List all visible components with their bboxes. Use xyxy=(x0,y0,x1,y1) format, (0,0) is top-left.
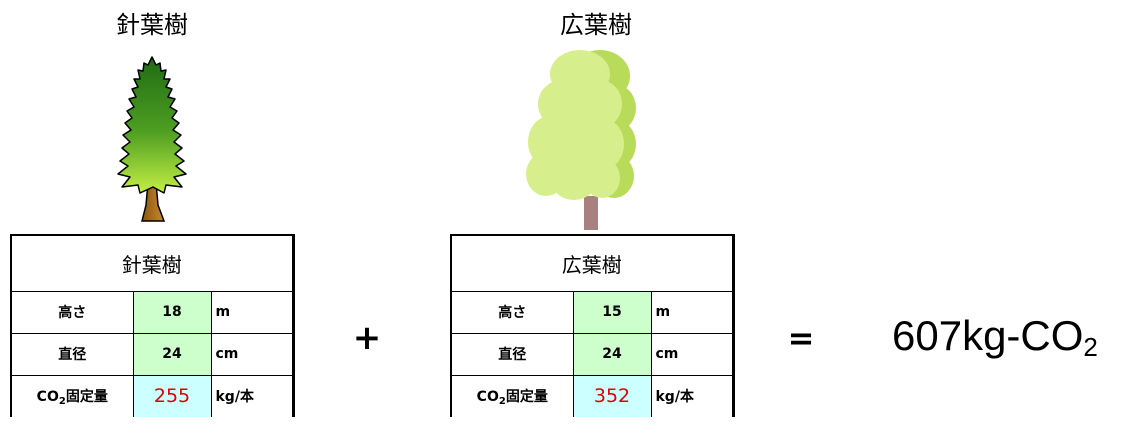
conifer-co2-unit: kg/本 xyxy=(210,374,295,417)
plus-operator: + xyxy=(352,318,382,358)
conifer-diameter-label: 直径 xyxy=(10,332,134,376)
conifer-diameter-value[interactable]: 24 xyxy=(132,332,212,376)
conifer-table: 針葉樹 高さ 18 m 直径 24 cm CO2固定量 255 kg/本 xyxy=(10,234,295,417)
broadleaf-height-unit: m xyxy=(650,290,735,334)
broadleaf-tree-icon xyxy=(526,50,636,230)
broadleaf-co2-unit: kg/本 xyxy=(650,374,735,417)
equals-operator: = xyxy=(787,319,815,357)
broadleaf-diameter-value[interactable]: 24 xyxy=(572,332,652,376)
broadleaf-height-value[interactable]: 15 xyxy=(572,290,652,334)
broadleaf-diameter-unit: cm xyxy=(650,332,735,376)
broadleaf-table: 広葉樹 高さ 15 m 直径 24 cm CO2固定量 352 kg/本 xyxy=(450,234,735,417)
conifer-diameter-unit: cm xyxy=(210,332,295,376)
broadleaf-co2-value: 352 xyxy=(572,374,652,417)
conifer-height-unit: m xyxy=(210,290,295,334)
conifer-co2-label: CO2固定量 xyxy=(10,374,134,417)
conifer-height-label: 高さ xyxy=(10,290,134,334)
broadleaf-title: 広葉樹 xyxy=(560,11,632,39)
total-co2: 607kg-CO2 xyxy=(892,310,1098,373)
conifer-co2-value: 255 xyxy=(132,374,212,417)
conifer-crown xyxy=(117,56,187,194)
conifer-tree-icon xyxy=(117,56,187,222)
conifer-title: 針葉樹 xyxy=(116,11,188,39)
conifer-table-title: 針葉樹 xyxy=(10,234,295,292)
broadleaf-trunk xyxy=(584,196,598,230)
broadleaf-crown xyxy=(526,50,624,200)
broadleaf-table-title: 広葉樹 xyxy=(450,234,735,292)
broadleaf-height-label: 高さ xyxy=(450,290,574,334)
broadleaf-co2-label: CO2固定量 xyxy=(450,374,574,417)
broadleaf-diameter-label: 直径 xyxy=(450,332,574,376)
conifer-height-value[interactable]: 18 xyxy=(132,290,212,334)
total-co2-value: 607kg-CO xyxy=(892,312,1084,359)
total-co2-subscript: 2 xyxy=(1083,332,1098,362)
